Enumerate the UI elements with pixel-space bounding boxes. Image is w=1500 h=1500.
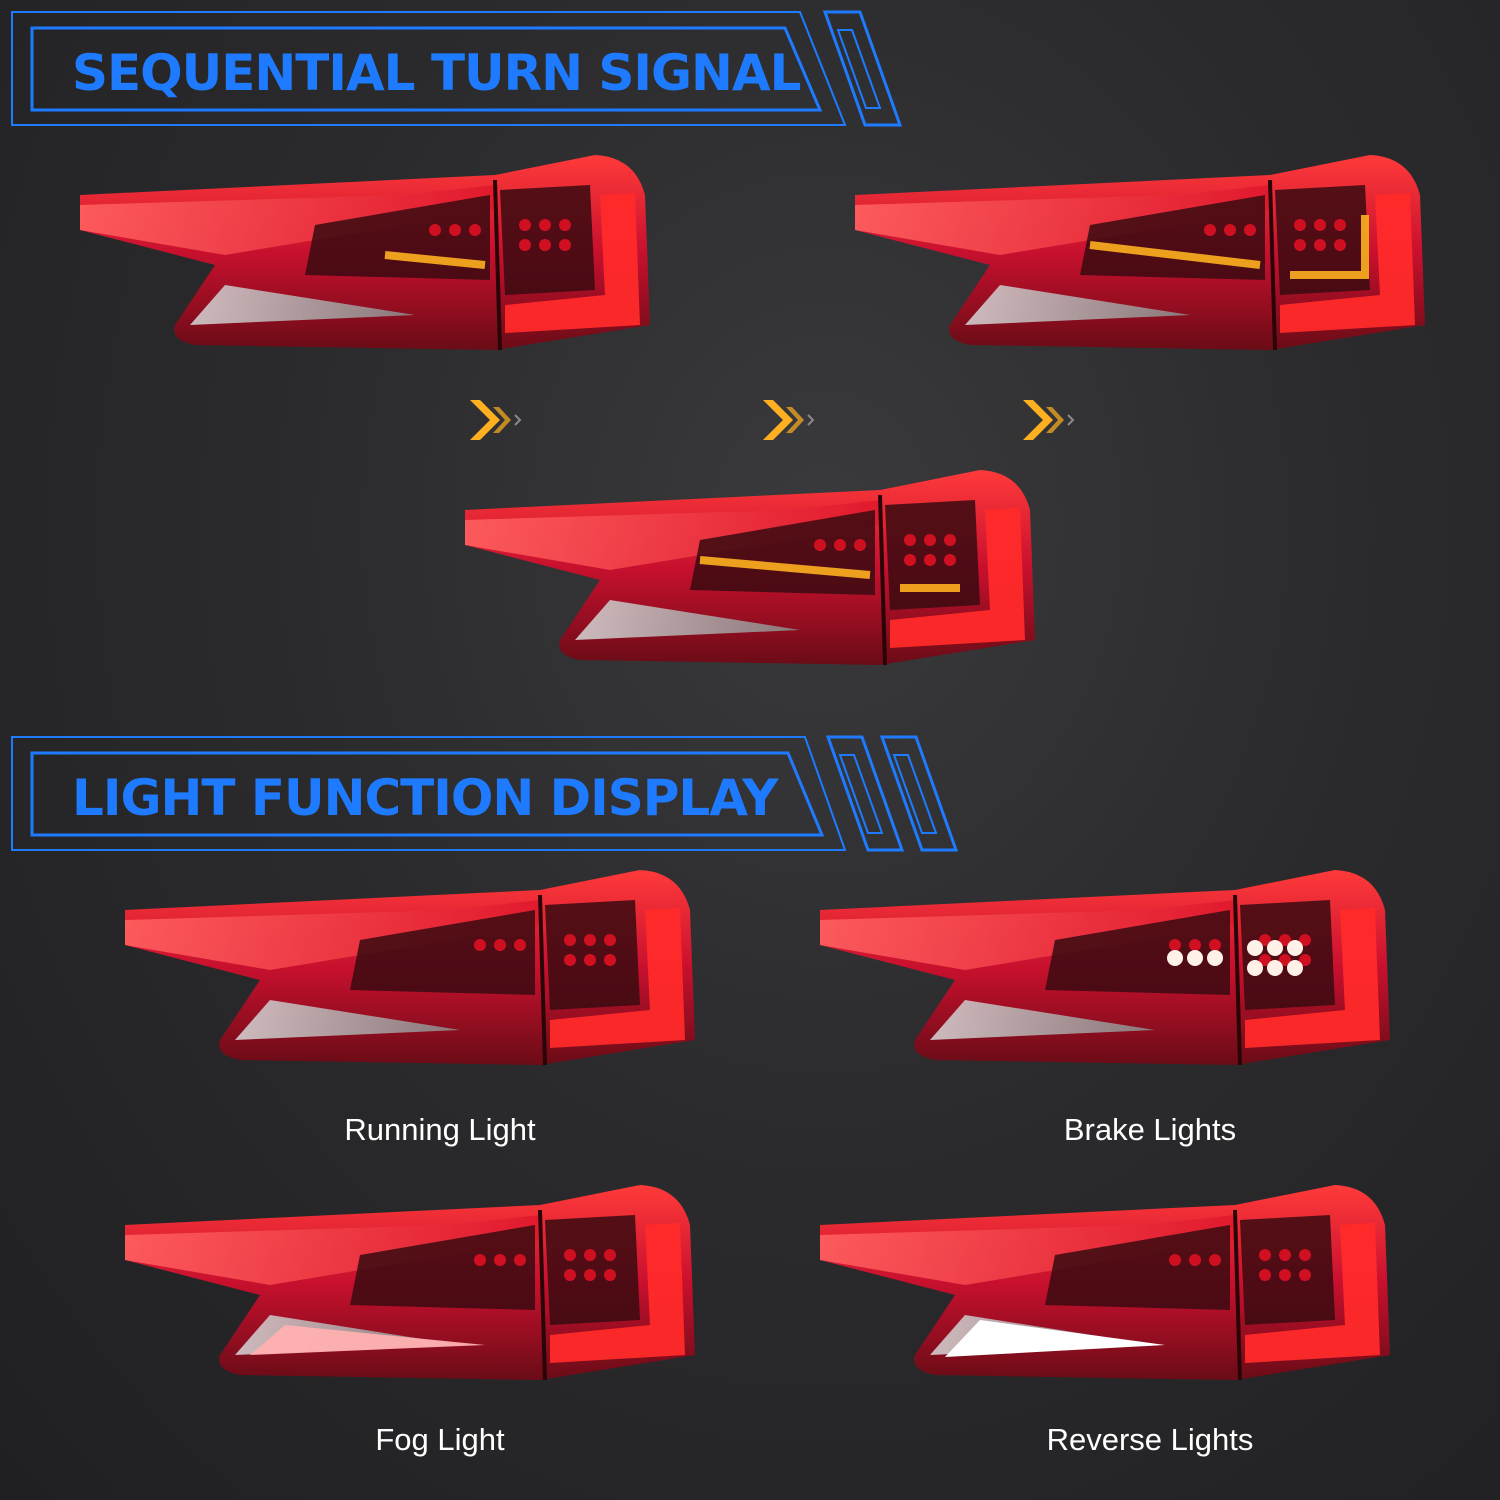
section-title: SEQUENTIAL TURN SIGNAL — [72, 44, 801, 102]
brake-lights-lamp — [818, 870, 1392, 1067]
fog-light-caption: Fog Light — [375, 1422, 505, 1457]
section-title: LIGHT FUNCTION DISPLAY — [72, 769, 778, 827]
sequential-turn-signal-banner: SEQUENTIAL TURN SIGNAL — [0, 10, 910, 130]
tail-lamp-sequence-step-1 — [78, 155, 652, 352]
double-chevron-right-icon — [763, 400, 815, 440]
tail-lamp-sequence-step-3 — [853, 155, 1427, 352]
reverse-lights-lamp — [818, 1185, 1392, 1382]
double-chevron-right-icon — [470, 400, 522, 440]
banner-frame — [11, 735, 959, 852]
light-function-display-banner: LIGHT FUNCTION DISPLAY — [0, 735, 970, 855]
brake-lights-caption: Brake Lights — [1063, 1112, 1237, 1147]
reverse-lights-caption: Reverse Lights — [1046, 1422, 1254, 1457]
tail-lamp-sequence-step-2 — [463, 470, 1037, 667]
fog-light-lamp — [123, 1185, 697, 1382]
running-light-caption: Running Light — [344, 1112, 536, 1147]
double-chevron-right-icon — [1023, 400, 1075, 440]
banner-frame — [11, 10, 903, 127]
running-light-lamp — [123, 870, 697, 1067]
